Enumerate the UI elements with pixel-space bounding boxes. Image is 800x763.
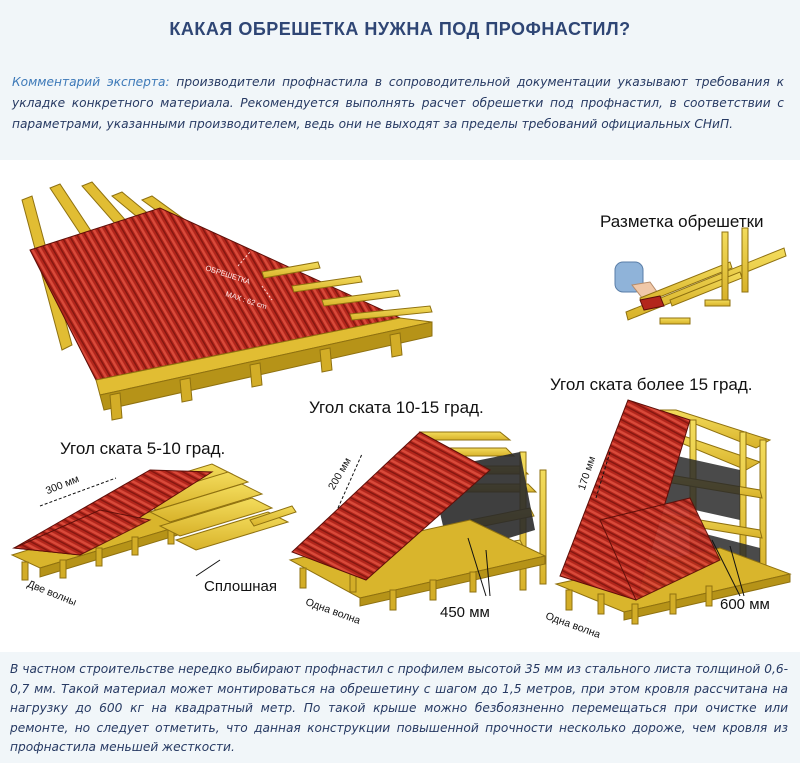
slope-10-15-drawing (288, 431, 547, 611)
slope-15-plus-drawing (554, 399, 792, 625)
bottom-text: В частном строительстве нередко выбирают… (10, 662, 788, 754)
marking-title: Разметка обрешетки (600, 212, 764, 231)
slope-5-10-drawing (10, 463, 297, 581)
slope-5-10-dim-line (39, 477, 117, 507)
illustration-svg: ОБРЕШЕТКА MAX : 62 cm (10, 181, 792, 625)
slope-15-plus-dim-line (595, 451, 611, 499)
main-roof-drawing: ОБРЕШЕТКА MAX : 62 cm (21, 181, 433, 421)
slope-10-15-title: Угол ската 10-15 град. (309, 398, 484, 417)
slope-15-plus-spacing: 600 мм (720, 596, 770, 613)
slope-5-10-title: Угол ската 5-10 град. (60, 439, 226, 458)
header-band (0, 0, 800, 160)
slope-5-10-type: Сплошная (204, 578, 278, 595)
footer-band (0, 652, 800, 763)
slope-10-15-spacing: 450 мм (440, 604, 490, 621)
marking-drawing (614, 227, 787, 325)
expert-comment-text: производители профнастила в сопроводител… (12, 75, 784, 131)
page-title: КАКАЯ ОБРЕШЕТКА НУЖНА ПОД ПРОФНАСТИЛ? (169, 19, 631, 39)
expert-comment-lead: Комментарий эксперта: (12, 75, 170, 89)
slope-15-plus-title: Угол ската более 15 град. (550, 375, 753, 394)
illustration: ОБРЕШЕТКА MAX : 62 cm (0, 160, 800, 652)
expert-comment: Комментарий эксперта: производители проф… (12, 72, 784, 135)
